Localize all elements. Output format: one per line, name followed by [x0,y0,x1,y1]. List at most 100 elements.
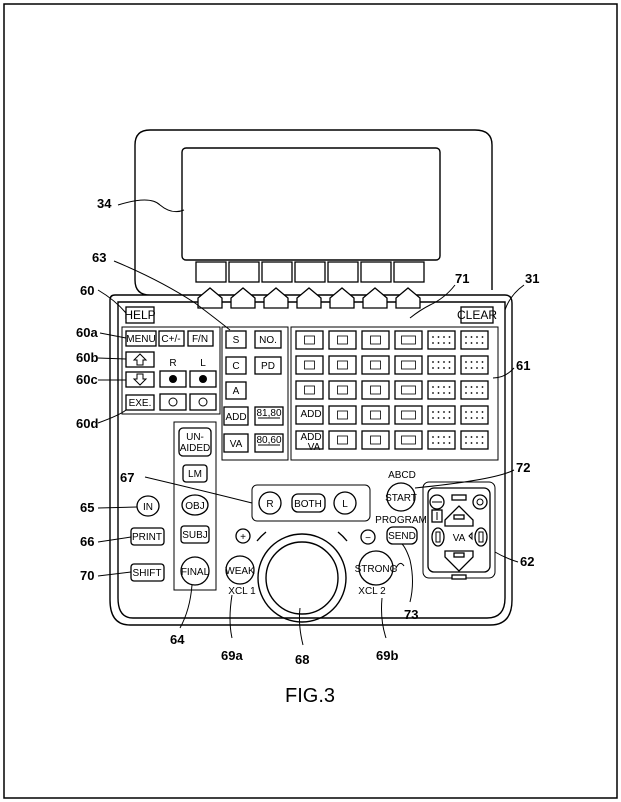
dot-pattern-icon [465,392,467,394]
ref-60a: 60a [76,325,98,340]
soft-key[interactable] [394,262,424,282]
f-n-label: F/N [192,334,208,345]
chart-key[interactable] [461,381,488,399]
dot-pattern-icon [443,442,445,444]
ref-60c: 60c [76,372,98,387]
chart-key[interactable] [362,381,389,399]
filled-dot-icon [199,375,207,383]
chart-key[interactable] [296,331,323,349]
soft-key[interactable] [229,262,259,282]
dial-arc-right [338,532,347,541]
va-pad-bottom-bar [452,575,466,579]
chart-key[interactable] [461,431,488,449]
soft-key[interactable] [328,262,358,282]
chart-key[interactable] [428,356,455,374]
up-arrow-icon[interactable] [330,288,354,308]
chart-key[interactable] [362,356,389,374]
va-pad-left-key[interactable] [432,528,444,546]
chart-key[interactable] [329,381,356,399]
l-label: L [200,358,206,369]
ref-31: 31 [525,271,539,286]
dot-pattern-icon [476,386,478,388]
no-label: NO. [259,335,277,346]
menu-label: MENU [126,334,155,345]
jog-dial[interactable] [266,542,338,614]
dot-pattern-icon [471,442,473,444]
dot-pattern-icon [432,367,434,369]
chart-key[interactable] [329,331,356,349]
chart-key[interactable] [329,356,356,374]
chart-key[interactable] [395,356,422,374]
add-label: ADD [225,412,246,423]
ref-61: 61 [516,358,530,373]
unaided-line1: UN- [186,432,204,443]
chart-key[interactable] [329,431,356,449]
chart-key[interactable] [362,406,389,424]
lm-label: LM [188,469,202,480]
up-arrow-icon[interactable] [363,288,387,308]
chart-key[interactable] [395,406,422,424]
dot-pattern-icon [438,336,440,338]
up-arrow-icon[interactable] [297,288,321,308]
dot-pattern-icon [482,336,484,338]
dot-pattern-icon [482,417,484,419]
l-open-key[interactable] [190,394,216,410]
strong-label: STRONG [355,564,398,575]
dot-pattern-icon [432,417,434,419]
chart-key[interactable] [428,331,455,349]
clear-label: CLEAR [457,308,497,322]
soft-key[interactable] [295,262,325,282]
soft-key[interactable] [262,262,292,282]
dot-pattern-icon [482,436,484,438]
dial-bezel [258,534,346,622]
va-pad-right-top-key[interactable] [473,495,487,509]
chart-key[interactable] [428,381,455,399]
dot-pattern-icon [476,442,478,444]
dot-pattern-icon [465,411,467,413]
chart-key[interactable] [362,431,389,449]
dot-pattern-icon [443,392,445,394]
up-arrow-icon[interactable] [231,288,255,308]
dot-pattern-icon [482,386,484,388]
chart-key[interactable] [461,406,488,424]
soft-key[interactable] [196,262,226,282]
print-label: PRINT [132,532,162,543]
c-plus-minus-label: C+/- [161,334,180,345]
dot-pattern-icon [476,342,478,344]
chart-key[interactable] [428,406,455,424]
unaided-line2: AIDED [180,443,211,454]
chart-key[interactable] [428,431,455,449]
ref-64: 64 [170,632,185,647]
dot-pattern-icon [438,436,440,438]
abcd-label: ABCD [388,470,416,481]
chart-key[interactable] [395,431,422,449]
dot-pattern-icon [438,417,440,419]
right-eye-label: R [266,499,273,510]
chart-key[interactable] [395,331,422,349]
dot-pattern-icon [471,361,473,363]
chart-key[interactable] [296,356,323,374]
chart-key[interactable] [362,331,389,349]
va-pad-right-key[interactable] [475,528,487,546]
chart-key[interactable] [461,356,488,374]
soft-key[interactable] [361,262,391,282]
chart-key[interactable] [461,331,488,349]
va-pad-top-bar [452,495,466,500]
dot-pattern-icon [482,442,484,444]
exe-label: EXE. [129,398,152,409]
chart-key[interactable] [296,381,323,399]
up-arrow-icon[interactable] [396,288,420,308]
up-arrow-icon[interactable] [264,288,288,308]
ref-70: 70 [80,568,94,583]
dot-pattern-icon [482,411,484,413]
dot-pattern-icon [471,367,473,369]
chart-key[interactable] [329,406,356,424]
dot-pattern-icon [482,342,484,344]
dot-pattern-icon [476,367,478,369]
chart-key[interactable] [395,381,422,399]
dot-pattern-icon [438,442,440,444]
up-arrow-icon[interactable] [198,288,222,308]
dot-pattern-icon [432,392,434,394]
figure-caption: FIG.3 [285,685,335,707]
r-open-key[interactable] [160,394,186,410]
